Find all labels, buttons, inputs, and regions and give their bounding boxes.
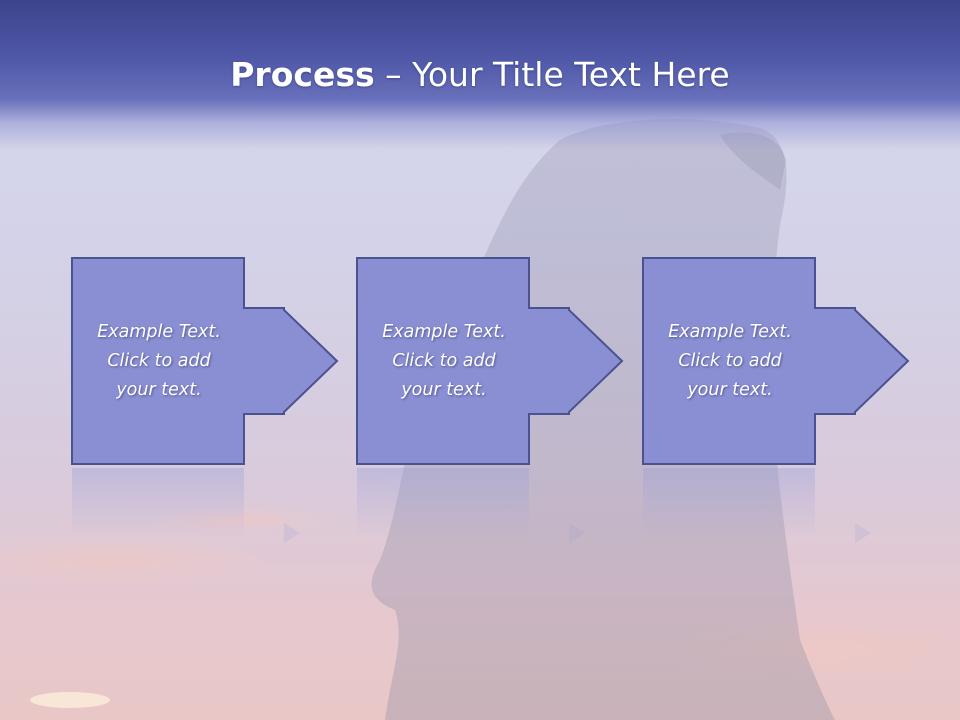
process-step-2-line-2: Click to add <box>392 350 496 371</box>
process-step-1-text[interactable]: Example Text. Click to add your text. <box>72 256 246 466</box>
process-step-1-line-3: your text. <box>116 379 202 400</box>
process-step-1-line-1: Example Text. <box>97 321 221 342</box>
process-step-3-line-2: Click to add <box>678 350 782 371</box>
process-step-1-reflection <box>72 468 300 543</box>
process-step-2-line-1: Example Text. <box>382 321 506 342</box>
process-step-2-text[interactable]: Example Text. Click to add your text. <box>357 256 531 466</box>
slide-title[interactable]: Process – Your Title Text Here <box>0 52 960 98</box>
process-step-3-line-3: your text. <box>687 379 773 400</box>
process-step-2-reflection <box>357 468 585 543</box>
process-step-3-text[interactable]: Example Text. Click to add your text. <box>643 256 817 466</box>
process-step-2-shape[interactable] <box>355 256 625 468</box>
process-step-3-reflection <box>643 468 871 543</box>
process-step-1-line-2: Click to add <box>107 350 211 371</box>
process-step-1-shape[interactable] <box>70 256 340 468</box>
title-band <box>0 0 960 150</box>
process-step-3-shape[interactable] <box>641 256 911 468</box>
slide-title-rest: – Your Title Text Here <box>374 55 730 94</box>
process-step-2-line-3: your text. <box>401 379 487 400</box>
process-step-3-line-1: Example Text. <box>668 321 792 342</box>
slide-title-bold: Process <box>230 55 375 94</box>
